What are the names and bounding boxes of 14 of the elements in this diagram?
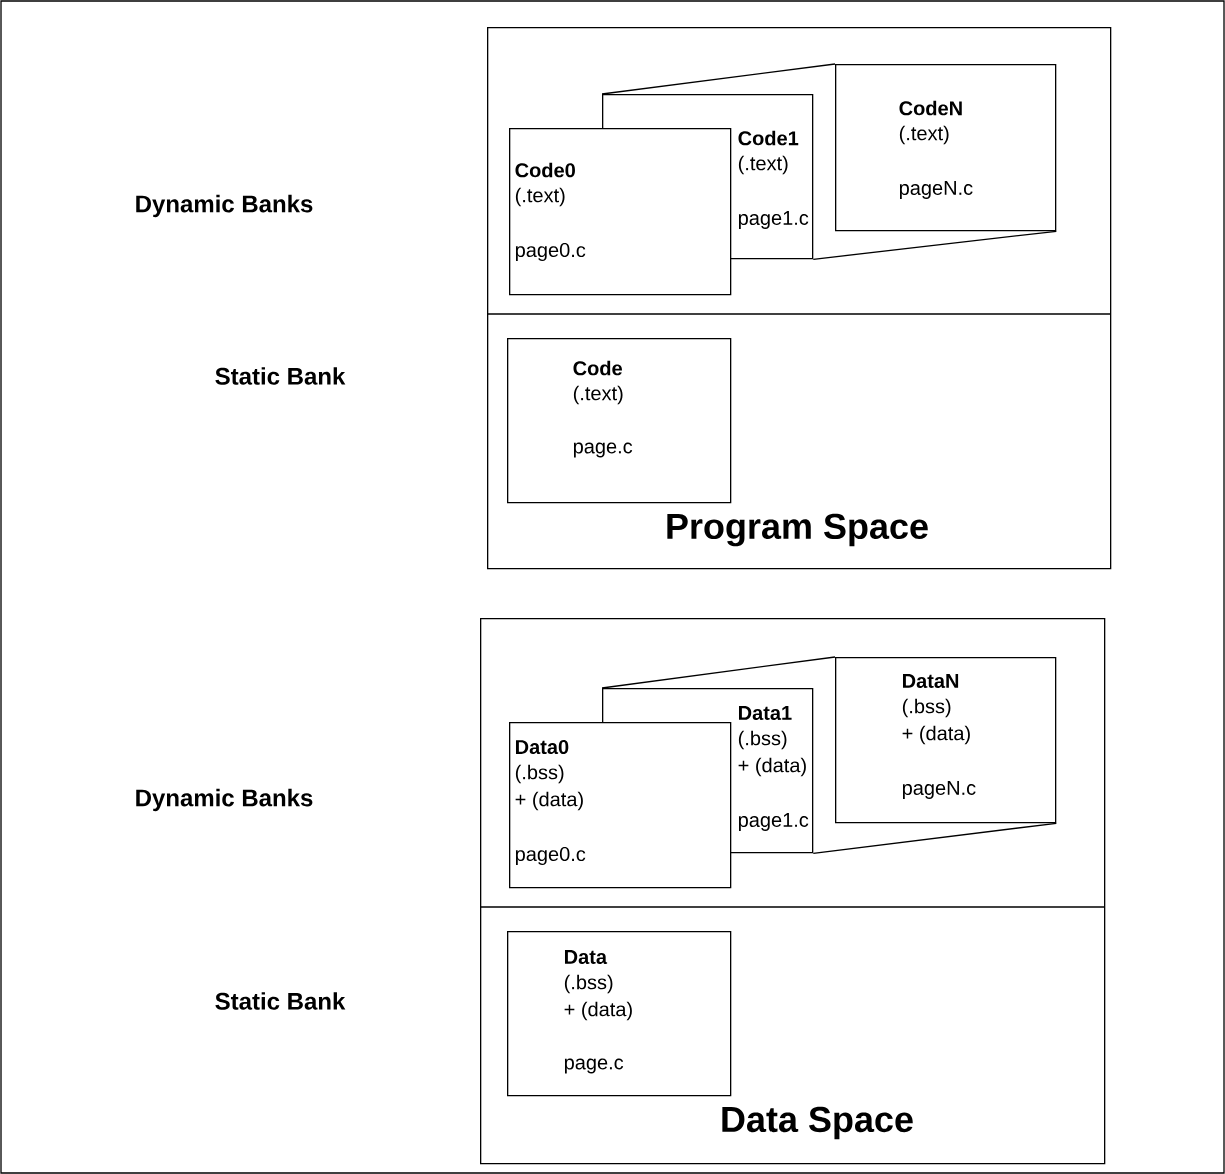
bank-label: Static Bank — [215, 992, 346, 1010]
memory-page-box: Code (.text) page.c — [507, 338, 732, 504]
perspective-line — [601, 656, 836, 689]
bank-label: Dynamic Banks — [136, 788, 313, 812]
bank-label: Dynamic Banks — [136, 194, 313, 218]
memory-page-box: Code0 (.text) page0.c — [509, 128, 732, 296]
bank-label: Static Bank — [215, 367, 346, 385]
memory-page-box: DataN (.bss) + (data) pageN.c — [835, 657, 1057, 824]
perspective-line — [812, 230, 1057, 260]
memory-page-box: Data0 (.bss) + (data) page0.c — [509, 722, 732, 889]
memory-page-box: Data (.bss) + (data) page.c — [507, 931, 732, 1097]
memory-page-box: CodeN (.text) pageN.c — [835, 64, 1057, 232]
perspective-line — [812, 822, 1057, 854]
perspective-line — [601, 63, 836, 95]
